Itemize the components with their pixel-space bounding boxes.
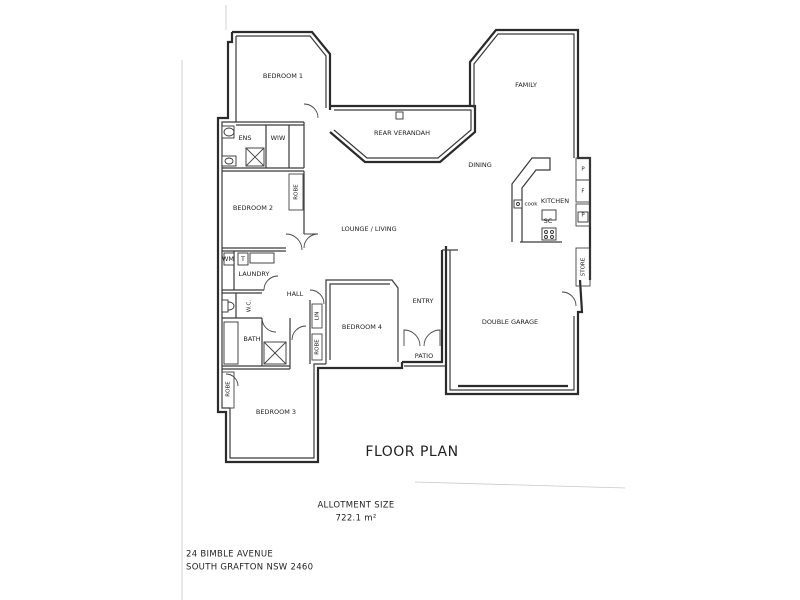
scan-artifacts — [181, 5, 626, 600]
label-pantry-2: P — [581, 213, 585, 219]
doors — [225, 103, 577, 387]
label-lounge-living: LOUNGE / LIVING — [341, 225, 396, 233]
label-bedroom-3: BEDROOM 3 — [256, 408, 296, 416]
label-bedroom-4: BEDROOM 4 — [342, 323, 382, 331]
label-bedroom-1: BEDROOM 1 — [263, 72, 303, 80]
address-line-2: SOUTH GRAFTON NSW 2460 — [186, 563, 313, 573]
label-cook: cook — [525, 202, 539, 208]
outer-walls — [216, 28, 592, 464]
label-sc: SC — [544, 217, 553, 225]
label-robe-bedroom-4: ROBE — [315, 339, 321, 355]
label-washing-machine: WM — [222, 255, 234, 263]
label-pantry: P — [581, 167, 585, 173]
label-linen: LIN — [315, 312, 321, 321]
label-fridge: F — [581, 189, 584, 195]
label-double-garage: DOUBLE GARAGE — [482, 318, 538, 326]
label-dining: DINING — [468, 161, 492, 169]
address-line-1: 24 BIMBLE AVENUE — [186, 550, 273, 560]
label-laundry: LAUNDRY — [239, 270, 270, 278]
internal-walls — [221, 121, 591, 409]
label-rear-verandah: REAR VERANDAH — [374, 129, 430, 137]
label-robe-bedroom-2: ROBE — [294, 184, 300, 200]
label-robe-bedroom-3: ROBE — [226, 381, 232, 397]
label-bedroom-2: BEDROOM 2 — [233, 204, 273, 212]
allotment-size-value: 722.1 m² — [335, 514, 376, 524]
label-entry: ENTRY — [412, 297, 433, 305]
label-store: STORE — [581, 257, 587, 276]
label-ensuite: ENS — [238, 134, 251, 142]
plan-title: FLOOR PLAN — [365, 444, 458, 460]
label-tub: T — [240, 255, 245, 263]
label-wc: W.C. — [247, 300, 253, 312]
label-bath: BATH — [243, 335, 260, 343]
allotment-size-label: ALLOTMENT SIZE — [317, 501, 394, 511]
label-walk-in-wardrobe: WIW — [271, 134, 286, 142]
fixtures — [221, 111, 589, 365]
room-labels: BEDROOM 1 ENS WIW BEDROOM 2 ROBE WM T LA… — [222, 72, 587, 416]
label-family: FAMILY — [515, 81, 537, 89]
label-patio: PATIO — [415, 352, 433, 360]
label-hall: HALL — [287, 290, 304, 298]
label-kitchen: KITCHEN — [541, 197, 569, 205]
